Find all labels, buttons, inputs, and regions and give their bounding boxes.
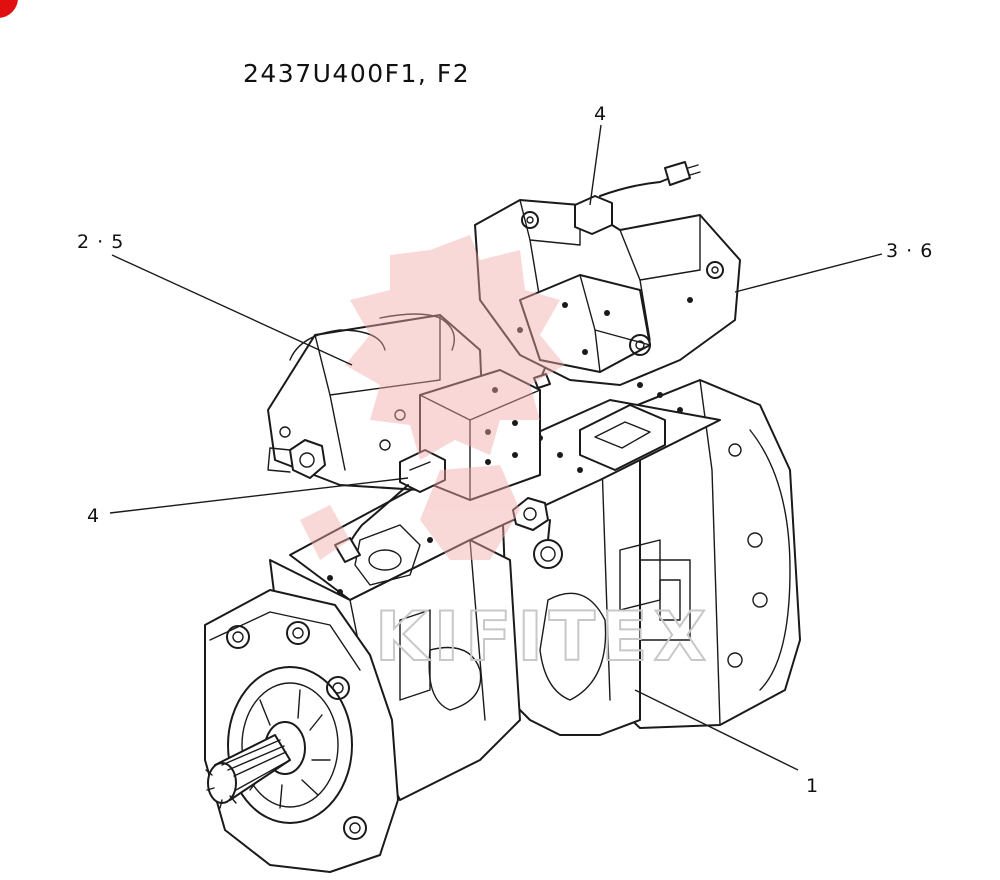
callout-1: 1 (806, 775, 819, 797)
center-fitting-nut (512, 497, 549, 531)
watermark-emblem (300, 235, 565, 560)
pump-drawing: KIFITEX (204, 161, 801, 873)
leader-1 (634, 689, 799, 771)
drive-shaft (205, 734, 291, 809)
right-regulator (474, 199, 741, 389)
diagram-title: 2437U400F1, F2 (243, 59, 470, 88)
callout-labels: 4 2 · 5 3 · 6 4 1 (77, 103, 933, 797)
callout-3-6: 3 · 6 (886, 240, 933, 262)
leader-4-left (109, 477, 409, 514)
top-sensor (574, 161, 701, 235)
lifting-eye-bolt (533, 519, 563, 569)
leader-2-5 (111, 254, 353, 366)
corner-logo-mark (0, 0, 18, 18)
leader-lines (109, 124, 883, 771)
callout-4-top: 4 (594, 103, 607, 125)
front-flange (204, 589, 399, 873)
left-sensor (334, 449, 446, 563)
callout-4-left: 4 (87, 505, 100, 527)
watermark-text: KIFITEX (375, 598, 712, 677)
leader-4-top (589, 124, 602, 206)
leader-3-6 (734, 253, 883, 293)
callout-2-5: 2 · 5 (77, 231, 124, 253)
left-regulator (267, 313, 541, 501)
